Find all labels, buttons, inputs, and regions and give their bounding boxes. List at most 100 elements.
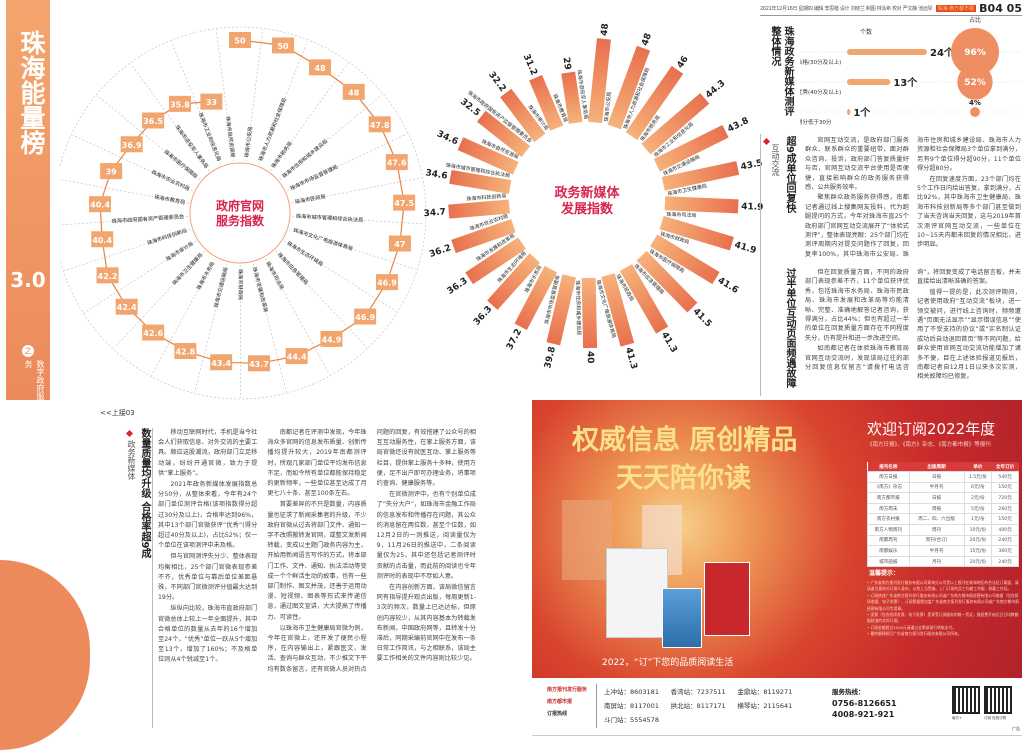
data-label: 44.9 [322,335,342,344]
data-label: 39 [106,168,118,177]
category-label: 得分低于30分 [800,118,832,126]
table-cell: 南方人物周刊 [867,523,910,536]
article-kicker: 政务新媒体 [127,440,136,480]
data-label: 47 [394,240,405,249]
station-phone: 拱北站：8117171 [670,702,726,710]
category-label: 珠海市科技创新局 [466,192,506,202]
category-label: 珠海市税务局 [269,140,294,170]
bar [847,49,927,55]
ratio-label: 4% [969,99,981,107]
hotline-number: 0756-8126651 [832,699,897,708]
qr-code-icon[interactable] [984,686,1012,714]
bar [500,88,546,143]
data-point [285,348,308,365]
table-cell: 半月刊 [908,481,965,494]
data-label: 48 [348,88,360,97]
category-label: 珠海市科技创新局 [146,226,188,247]
data-point [168,95,191,112]
data-point [142,112,165,129]
data-label: 41.3 [659,330,679,354]
station-phone: 金鼎站：8119271 [737,688,793,696]
ratio-label: 96% [964,48,986,58]
data-label: 40.4 [92,236,112,245]
divider [596,684,597,728]
data-point [115,298,138,315]
article-body: 但在回复质量方面，不同的政府部门表现参差不齐，11个单位获评优秀，包括珠海市水务… [805,268,1021,382]
table-cell: 20元/份 [963,534,993,547]
table-cell: 720元 [991,492,1019,504]
tip-item: • 订阅金额超过1000元请通过支票或银行转账支付。 [867,624,957,630]
data-point [229,32,251,48]
data-point [368,116,391,133]
category-label: 珠海市司法局 [264,260,286,291]
paragraph: 值得一提的是，此次测评期间，记者使用政府“互动交流”板块，进一领交被问，进行线上… [917,288,1021,381]
table-cell: 20元/份 [963,555,993,568]
tip-item: • 广东省南方报刊发行服务有限公司珠海分公司是以上报刊在珠海地区的合法征订渠道，… [867,580,1019,592]
table-cell: 15元/份 [963,545,993,557]
data-label: 41.9 [733,240,757,256]
paragraph: 2021年政务新媒体发展指数总分50分，从整体来看，今年有24个部门单位测评合格… [158,481,258,550]
value-label: 24个 [930,46,955,59]
value-label: 13个 [893,76,918,89]
data-label: 33 [206,98,217,107]
bar [529,75,564,131]
bar [457,137,519,175]
category-label: 珠海市财政局 [237,269,245,300]
chart-title: 发展指数 [560,201,614,217]
data-point [96,267,119,284]
table-cell: 南方农村报 [867,513,910,525]
data-label: 41.3 [623,346,639,370]
table-cell: 240元 [991,534,1019,547]
data-point [375,274,398,291]
paragraph: 在回复速度方面，23个部门均在5个工作日内给出答复，拿到满分，占比92%，其中珠… [917,175,1021,249]
footer-logos: 南方报刊发行服务 南方都市报 订报热线 [547,684,587,720]
chart-title: 服务指数 [216,213,265,228]
tip-item: • 最终解释权归广东省南方报刊发行服务有限公司所有。 [867,631,962,637]
qr-code-icon[interactable] [952,686,980,714]
data-label: 43.5 [740,158,764,172]
bar [581,277,598,349]
data-label: 41.5 [691,307,714,330]
table-cell: 10元/份 [963,523,993,536]
data-point [320,330,343,347]
data-label: 50 [234,37,246,46]
banner-subtitle: 数字政府服务 [24,360,45,400]
data-label: 29 [560,57,572,71]
tip-text: 最终解释权归广东省南方报刊发行服务有限公司所有。 [870,631,962,637]
paragraph: 在内容创新方面，该局微信留言同有指导提升观点出版，每周更新1-3次的频次，数量上… [376,584,476,663]
table-cell: 360元 [991,545,1019,557]
newspaper-image [606,548,668,638]
data-label: 42.6 [143,329,163,338]
tips-list: • 广东省南方报刊发行服务有限公司珠海分公司是以上报刊在珠海地区的合法征订渠道，… [867,580,1019,638]
station-phone: 横琴站：2115641 [737,702,793,710]
value-label: 1个 [853,106,871,119]
bar [546,274,577,346]
logo-text: 订报热线 [547,711,568,717]
category-label: 珠海市民政局 [294,192,326,206]
paragraph: 如南都记者在体验珠海市教育局官网互动交流时，发现该局过往的部分回复信息仅留言“请… [805,269,1021,372]
qr-label: 南方+ [952,716,962,720]
ad-tagline: 2022，“订”下您的品质阅读生活 [602,658,734,668]
category-label: 优秀(40分及以上) [800,88,841,96]
bar [451,219,516,254]
building-image [562,500,612,580]
table-cell: 南方日报 [867,471,910,483]
data-point [200,93,223,110]
data-label: 46 [675,55,690,71]
ad-slogan: 权威信息 原创精品 [572,425,798,456]
bar [448,199,510,219]
subscription-ad: 权威信息 原创精品 天天陪你读 2022，“订”下您的品质阅读生活 欢迎订阅20… [532,400,1022,678]
table-cell: 日报 [908,471,965,483]
data-label: 36.5 [143,117,163,126]
table-cell: 周刊(合订) [908,534,965,547]
category-label: 珠海市教育局 [154,193,186,207]
bar-chart-title: 珠海政务新媒体测评整体情况 [768,26,798,116]
data-label: 37.2 [505,327,524,351]
bar [653,124,729,172]
